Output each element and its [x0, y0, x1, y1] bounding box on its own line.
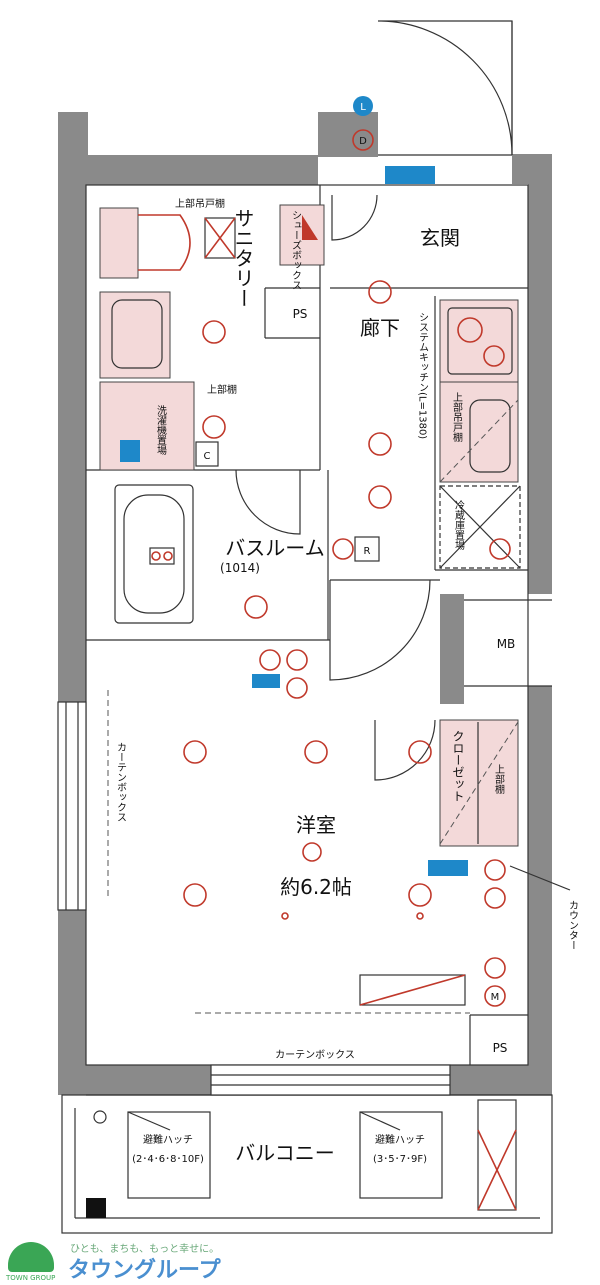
symbol-d: D — [359, 136, 367, 147]
washer-area — [99, 381, 219, 471]
label-kitchen-upper-cabinet: 上部吊戸棚 — [451, 392, 463, 443]
label-curtain-box-side: カーテンボックス — [115, 742, 127, 822]
logo-mark-text: TOWN GROUP — [6, 1274, 56, 1282]
shoe-box — [279, 204, 325, 266]
balcony-hatches — [86, 1099, 517, 1218]
logo-tagline: ひとも、まちも、もっと幸せに。 — [70, 1244, 220, 1255]
kitchen — [439, 299, 521, 569]
walls — [58, 112, 552, 1095]
room-western-size: 約6.2帖 — [280, 875, 352, 899]
logo-brand: タウングループ — [68, 1258, 221, 1283]
symbol-c: C — [204, 451, 211, 462]
interior-lines — [61, 184, 553, 1234]
label-hatch-left-title: 避難ハッチ — [143, 1133, 193, 1146]
label-shoe-box: シューズボックス — [290, 210, 302, 290]
label-fridge-area: 冷蔵庫置場 — [453, 499, 465, 551]
symbol-m: M — [491, 992, 500, 1003]
company-logo: TOWN GROUP ひとも、まちも、もっと幸せに。 タウングループ — [6, 1238, 246, 1283]
room-balcony: バルコニー — [235, 1141, 335, 1165]
bathtub — [114, 484, 194, 624]
window-bottom — [210, 1064, 451, 1096]
symbol-nc: NC — [413, 864, 427, 875]
room-bath-title: バスルーム — [225, 536, 324, 560]
label-system-kitchen: システムキッチン(L=1380) — [417, 312, 429, 439]
label-counter: カウンター — [567, 900, 579, 950]
window-left — [57, 701, 87, 911]
label-upper-cabinet-toilet: 上部吊戸棚 — [175, 197, 225, 210]
label-closet-upper-shelf: 上部棚 — [493, 764, 505, 795]
label-washer-area: 洗濯機置場 — [155, 405, 167, 456]
room-entrance: 玄関 — [420, 226, 460, 250]
label-ps-bottom: PS — [493, 1041, 508, 1055]
label-curtain-box-bottom: カーテンボックス — [275, 1049, 355, 1061]
room-bath-size: (1014) — [220, 561, 260, 575]
tree-logo-icon — [8, 1242, 54, 1272]
symbol-l: L — [360, 102, 366, 113]
room-western: 洋室 — [296, 813, 336, 837]
label-mb: MB — [497, 637, 516, 651]
counter — [359, 865, 571, 1006]
room-corridor: 廊下 — [360, 316, 400, 340]
washbasin — [99, 291, 171, 379]
toilet — [99, 207, 236, 279]
label-ps-top: PS — [293, 307, 308, 321]
symbol-r: R — [364, 546, 371, 557]
entrance-door — [377, 20, 513, 156]
label-hatch-right-title: 避難ハッチ — [375, 1133, 425, 1146]
closet — [439, 719, 519, 847]
room-sanitary: サニタリー — [231, 208, 255, 308]
fixture-symbols — [183, 96, 511, 1007]
interior-doors — [235, 194, 436, 781]
label-upper-shelf: 上部棚 — [207, 383, 237, 396]
label-hatch-right-floors: (3･5･7･9F) — [373, 1154, 427, 1165]
label-closet: クローゼット — [451, 730, 465, 802]
label-hatch-left-floors: (2･4･6･8･10F) — [132, 1154, 204, 1165]
